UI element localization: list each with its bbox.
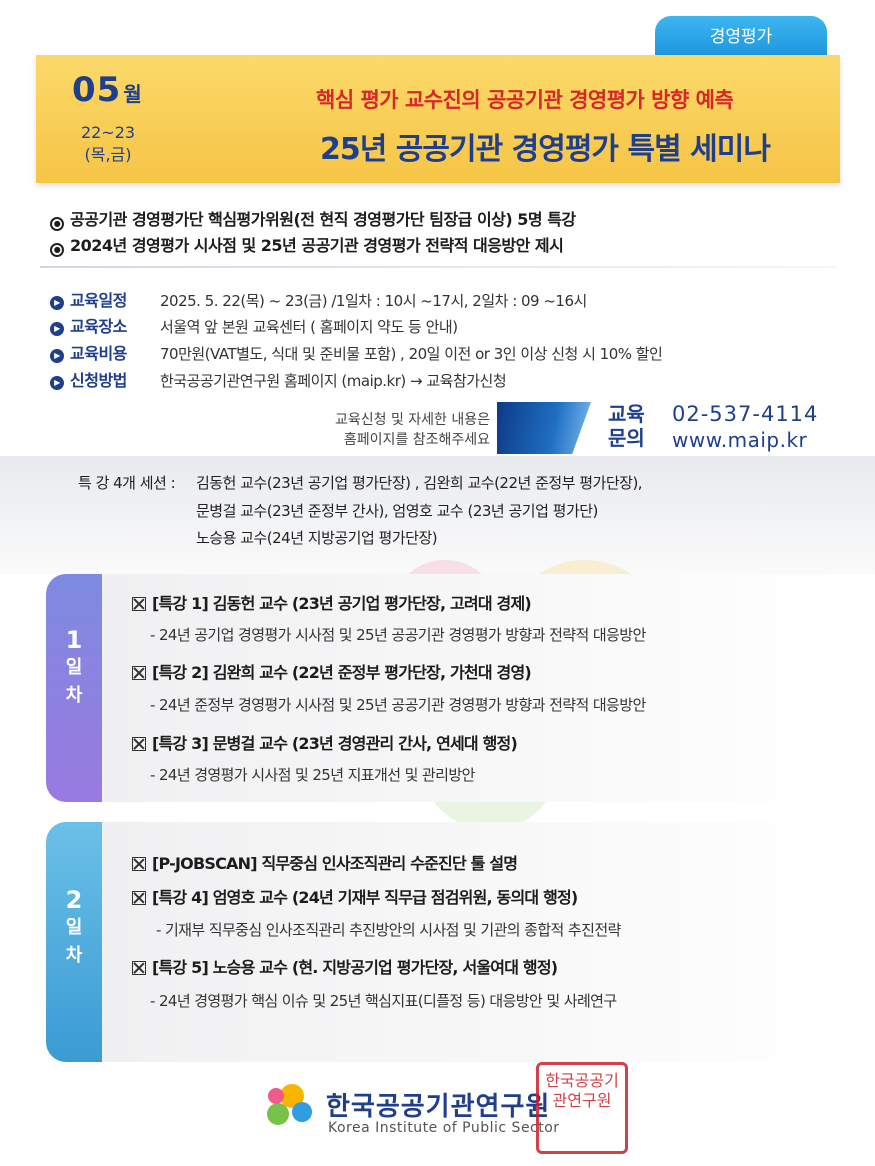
sessions-line: 노승용 교수(24년 지방공기업 평가단장) bbox=[196, 529, 438, 547]
lecture-title: [특강 5] 노승용 교수 (현. 지방공기업 평가단장, 서울여대 행정) bbox=[132, 954, 558, 978]
day1-tab: 1 일 차 bbox=[46, 574, 102, 802]
lecture-desc: - 24년 경영평가 시사점 및 25년 지표개선 및 관리방안 bbox=[150, 766, 475, 784]
checkbox-icon bbox=[132, 737, 146, 751]
days-weekdays: (목,금) bbox=[84, 145, 132, 164]
checkbox-icon bbox=[132, 961, 146, 975]
seminar-title: 25년 공공기관 경영평가 특별 세미나 bbox=[320, 132, 771, 167]
target-icon: ● bbox=[50, 243, 64, 257]
lecture-title: [특강 3] 문병걸 교수 (23년 경영관리 간사, 연세대 행정) bbox=[132, 730, 518, 754]
lecture-title: [특강 1] 김동헌 교수 (23년 공기업 평가단장, 고려대 경제) bbox=[132, 590, 532, 614]
highlight-item: ●공공기관 경영평가단 핵심평가위원(전 현직 경영평가단 팀장급 이상) 5명… bbox=[50, 206, 576, 231]
arrow-bullet-icon: ▶ bbox=[50, 322, 64, 336]
highlight-item: ●2024년 경영평가 시사점 및 25년 공공기관 경영평가 전략적 대응방안… bbox=[50, 232, 564, 257]
lecture-desc: - 24년 준정부 경영평가 시사점 및 25년 공공기관 경영평가 방향과 전… bbox=[150, 696, 646, 714]
lecture-desc: - 24년 경영평가 핵심 이슈 및 25년 핵심지표(디플정 등) 대응방안 … bbox=[150, 992, 617, 1010]
month-number: 05 bbox=[72, 70, 122, 110]
checkbox-icon bbox=[132, 597, 146, 611]
organization-name: 한국공공기관연구원 bbox=[326, 1092, 551, 1122]
category-tab: 경영평가 bbox=[655, 16, 827, 60]
official-seal: 한국공공기관연구원 bbox=[536, 1062, 628, 1154]
logo-icon bbox=[267, 1084, 312, 1125]
month-unit: 월 bbox=[123, 82, 143, 106]
days-range: 22~23 bbox=[80, 123, 136, 142]
sessions-line: 문병걸 교수(23년 준정부 간사), 엄영호 교수 (23년 공기업 평가단) bbox=[196, 502, 598, 520]
contact-phone[interactable]: 02-537-4114 bbox=[672, 402, 819, 426]
target-icon: ● bbox=[50, 217, 64, 231]
contact-website[interactable]: www.maip.kr bbox=[672, 428, 808, 452]
seminar-subtitle: 핵심 평가 교수진의 공공기관 경영평가 방향 예측 bbox=[316, 88, 734, 112]
lecture-desc: - 24년 공기업 경영평가 시사점 및 25년 공공기관 경영평가 방향과 전… bbox=[150, 626, 646, 644]
lecture-title: [특강 4] 엄영호 교수 (24년 기재부 직무급 점검위원, 동의대 행정) bbox=[132, 884, 578, 908]
event-days: 22~23 (목,금) bbox=[78, 122, 138, 166]
decorative-stripe bbox=[497, 402, 591, 454]
header-band bbox=[36, 55, 840, 183]
lecture-title: [특강 2] 김완희 교수 (22년 준정부 평가단장, 가천대 경영) bbox=[132, 659, 532, 683]
divider bbox=[40, 266, 836, 268]
arrow-bullet-icon: ▶ bbox=[50, 376, 64, 390]
day1-panel bbox=[102, 574, 842, 802]
organization-name-en: Korea Institute of Public Sector bbox=[328, 1120, 560, 1136]
checkbox-icon bbox=[132, 891, 146, 905]
contact-label: 교육 문의 bbox=[608, 402, 645, 450]
lecture-title: [P-JOBSCAN] 직무중심 인사조직관리 수준진단 툴 설명 bbox=[132, 850, 518, 874]
arrow-bullet-icon: ▶ bbox=[50, 349, 64, 363]
sessions-box bbox=[0, 456, 875, 574]
contact-note: 교육신청 및 자세한 내용은 홈페이지를 참조해주세요 bbox=[334, 412, 490, 448]
checkbox-icon bbox=[132, 857, 146, 871]
day2-panel bbox=[102, 822, 842, 1062]
checkbox-icon bbox=[132, 666, 146, 680]
sessions-label: 특 강 4개 세션 : bbox=[78, 474, 176, 492]
arrow-bullet-icon: ▶ bbox=[50, 296, 64, 310]
sessions-line: 김동헌 교수(23년 공기업 평가단장) , 김완희 교수(22년 준정부 평가… bbox=[196, 474, 643, 492]
lecture-desc: - 기재부 직무중심 인사조직관리 추진방안의 시사점 및 기관의 종합적 추진… bbox=[156, 921, 621, 939]
day2-tab: 2 일 차 bbox=[46, 822, 102, 1062]
